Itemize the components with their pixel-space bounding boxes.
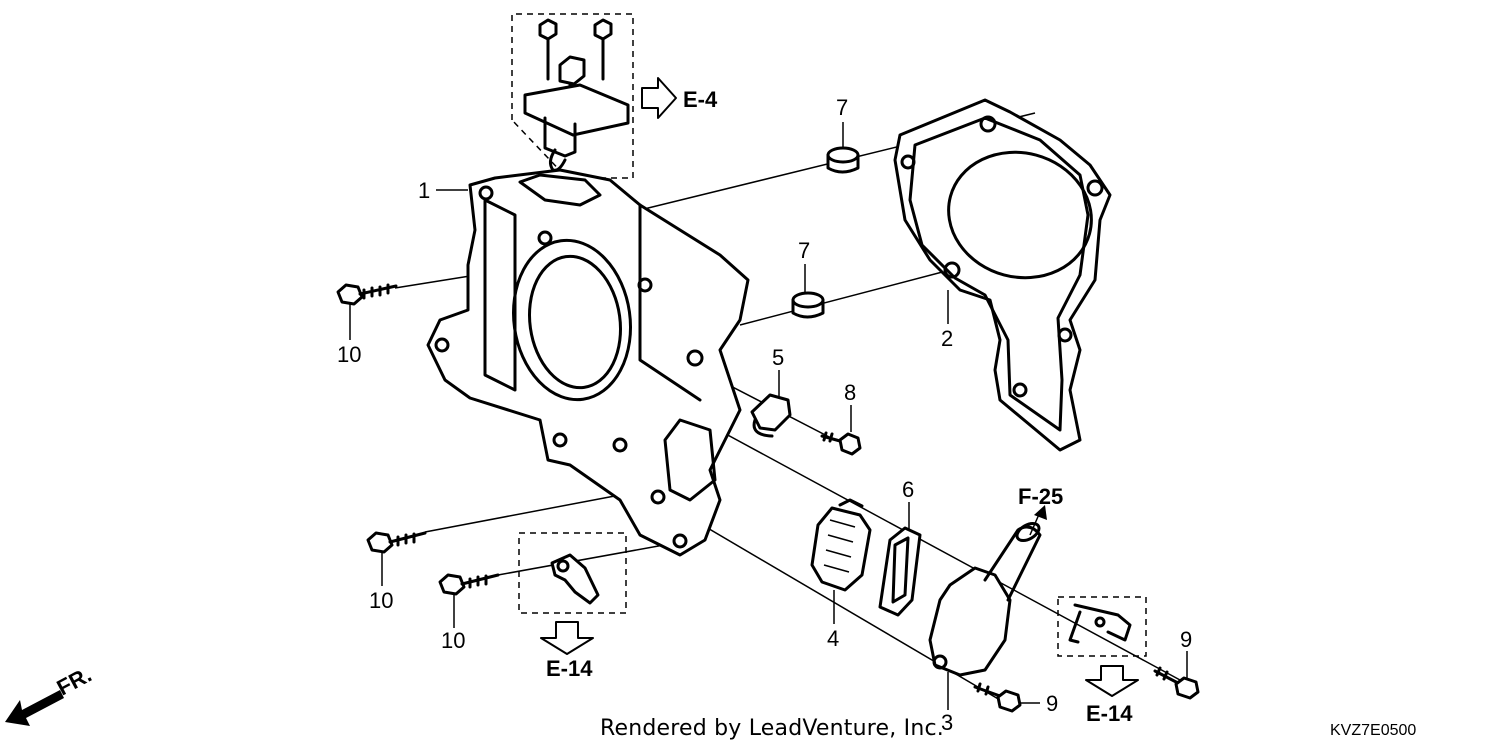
cylinder-gasket bbox=[893, 98, 1112, 452]
callout-10-lower: 10 bbox=[441, 628, 465, 653]
callout-2: 2 bbox=[941, 326, 953, 351]
arrow-right-icon bbox=[641, 77, 677, 119]
callout-6: 6 bbox=[902, 477, 914, 502]
callout-1: 1 bbox=[418, 178, 430, 203]
front-direction-arrow-icon: FR. bbox=[5, 662, 96, 726]
arrow-down-icon bbox=[1085, 665, 1139, 697]
flange-bolt-upper bbox=[336, 283, 398, 306]
bolt-part-8 bbox=[820, 431, 862, 456]
callout-5: 5 bbox=[772, 345, 784, 370]
ref-e14-right: E-14 bbox=[1086, 701, 1133, 726]
tensioner-assembly bbox=[511, 13, 634, 179]
bracket-left bbox=[518, 532, 627, 614]
callout-4: 4 bbox=[827, 626, 839, 651]
callout-leaders bbox=[349, 122, 1188, 710]
cylinder-body bbox=[426, 168, 750, 557]
callout-labels: 1 2 3 4 5 6 7 7 8 9 9 10 10 10 bbox=[337, 95, 1192, 735]
callout-3: 3 bbox=[941, 710, 953, 735]
clip-part-5 bbox=[750, 393, 792, 438]
dowel-pin-upper bbox=[826, 146, 860, 174]
callout-8: 8 bbox=[844, 380, 856, 405]
callout-7-upper: 7 bbox=[836, 95, 848, 120]
section-references: E-4 F-25 E-14 E-14 bbox=[546, 87, 1133, 726]
callout-9-right: 9 bbox=[1180, 627, 1192, 652]
reed-gasket bbox=[878, 526, 922, 617]
ref-f25: F-25 bbox=[1018, 484, 1063, 509]
arrow-down-icon bbox=[540, 621, 594, 655]
callout-7-lower: 7 bbox=[798, 238, 810, 263]
callout-10-upper: 10 bbox=[337, 342, 361, 367]
air-joint bbox=[928, 521, 1042, 677]
dowel-pin-lower bbox=[791, 291, 825, 319]
bolt-part-9-lower bbox=[973, 682, 1022, 713]
arrow-up-right-icon bbox=[1029, 505, 1047, 536]
footer-credit: Rendered by LeadVenture, Inc. bbox=[600, 716, 944, 741]
ref-e14-left: E-14 bbox=[546, 656, 593, 681]
flange-bolt-middle bbox=[366, 531, 427, 554]
diagram-code: KVZ7E0500 bbox=[1330, 722, 1417, 739]
callout-9-lower: 9 bbox=[1046, 691, 1058, 716]
ref-e4: E-4 bbox=[683, 87, 718, 112]
callout-10-middle: 10 bbox=[369, 588, 393, 613]
flange-bolt-lower bbox=[438, 573, 500, 596]
bolt-part-9-right bbox=[1153, 666, 1200, 700]
reed-valve bbox=[810, 498, 872, 592]
bracket-right bbox=[1057, 596, 1147, 657]
